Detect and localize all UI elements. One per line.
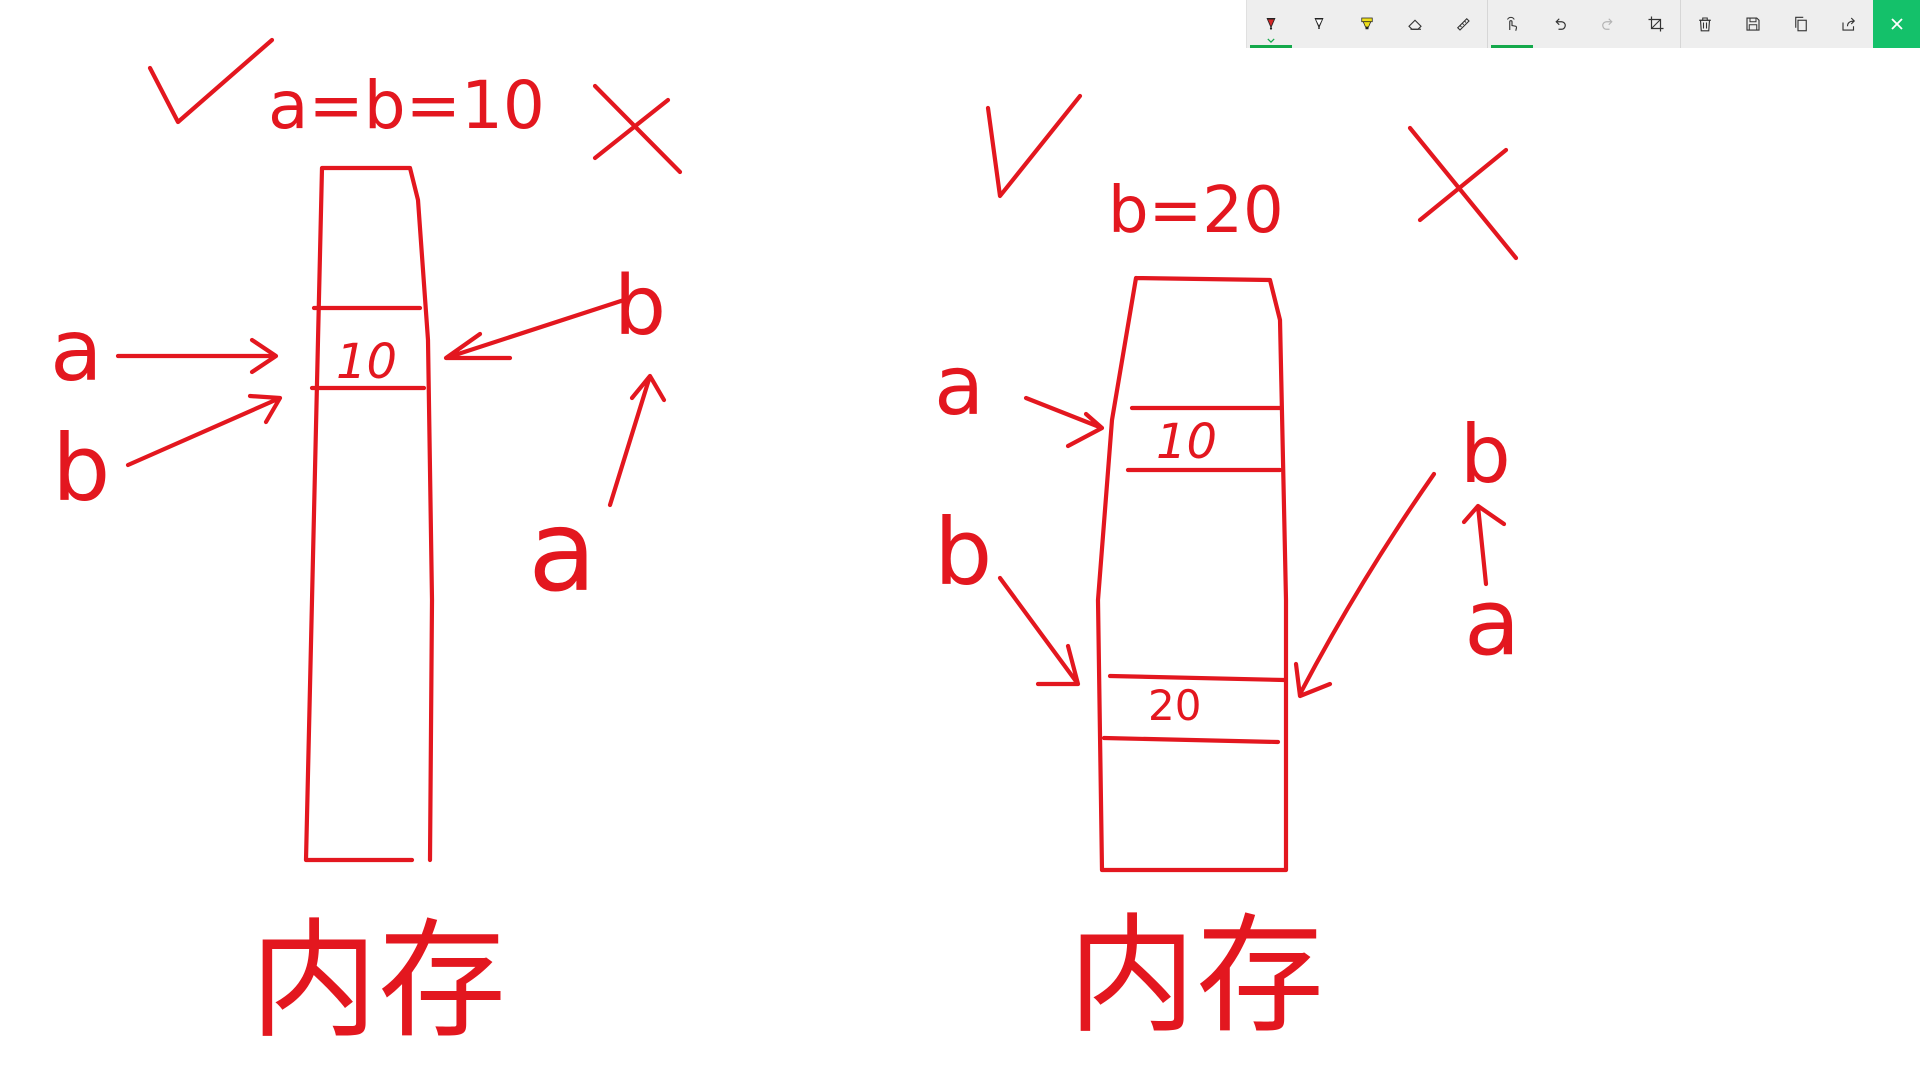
caption-left: 内存 [250, 907, 506, 1056]
label-a-left: a [50, 301, 103, 401]
pencil-tool[interactable] [1295, 0, 1343, 48]
share-button[interactable] [1825, 0, 1873, 48]
redo-button[interactable] [1584, 0, 1632, 48]
memory-column-right [1095, 275, 1289, 873]
memory-column-left [303, 165, 435, 863]
label-a-right-panel: a [934, 339, 984, 434]
crop-icon [1648, 16, 1664, 32]
copy-icon [1795, 16, 1807, 32]
checkmark-right [985, 93, 1083, 199]
touch-writing-icon [1507, 16, 1518, 31]
delete-button[interactable] [1681, 0, 1729, 48]
arrow-a-side [1461, 503, 1507, 587]
share-icon [1842, 17, 1856, 31]
arrow-b-side [1293, 471, 1437, 699]
close-button[interactable] [1873, 0, 1920, 48]
eraser-tool[interactable] [1391, 0, 1439, 48]
toolbar-separator [1487, 0, 1488, 48]
ruler-icon [1456, 17, 1470, 31]
label-b-left: b [52, 415, 110, 522]
label-a-side: a [1464, 569, 1520, 676]
undo-icon [1555, 18, 1566, 30]
caption-right: 内存 [1068, 902, 1324, 1051]
equation-right: b=20 [1108, 174, 1284, 248]
arrow-a-right-panel [1023, 395, 1105, 449]
save-button[interactable] [1729, 0, 1777, 48]
pencil-icon [1314, 18, 1324, 30]
arrow-b-right [443, 297, 627, 361]
checkmark-left [147, 37, 275, 125]
equation-left: a=b=10 [268, 67, 545, 144]
label-b-side: b [1460, 408, 1511, 501]
copy-button[interactable] [1777, 0, 1825, 48]
arrow-a-right [607, 373, 667, 508]
ruler-tool[interactable] [1439, 0, 1487, 48]
ballpoint-pen-tool[interactable] [1247, 0, 1295, 48]
touch-writing-tool[interactable] [1488, 0, 1536, 48]
memory-cells-right [1101, 405, 1287, 745]
ballpoint-pen-icon [1266, 18, 1276, 30]
eraser-icon [1408, 19, 1422, 30]
arrow-b-right-panel [997, 575, 1081, 687]
memory-cell-left [309, 305, 427, 391]
save-icon [1746, 17, 1760, 31]
chevron-down-icon [1267, 38, 1275, 43]
label-b-right: b [614, 259, 666, 354]
ink-toolbar [1246, 0, 1920, 48]
highlighter-icon [1361, 17, 1373, 30]
toolbar-separator [1680, 0, 1681, 48]
arrow-a-left [115, 337, 279, 375]
x-mark-right [1407, 125, 1519, 261]
x-mark-left [592, 83, 683, 175]
label-b-right-panel: b [934, 499, 992, 606]
redo-icon [1602, 18, 1613, 30]
undo-button[interactable] [1536, 0, 1584, 48]
delete-icon [1699, 17, 1711, 32]
label-a-right: a [528, 487, 597, 617]
arrow-b-left [125, 393, 283, 468]
close-icon [1891, 18, 1903, 30]
highlighter-tool[interactable] [1343, 0, 1391, 48]
cell-value-bottom-right: 20 [1148, 681, 1201, 730]
cell-value-left: 10 [336, 334, 397, 390]
cell-value-top-right: 10 [1156, 414, 1217, 470]
crop-button[interactable] [1632, 0, 1680, 48]
